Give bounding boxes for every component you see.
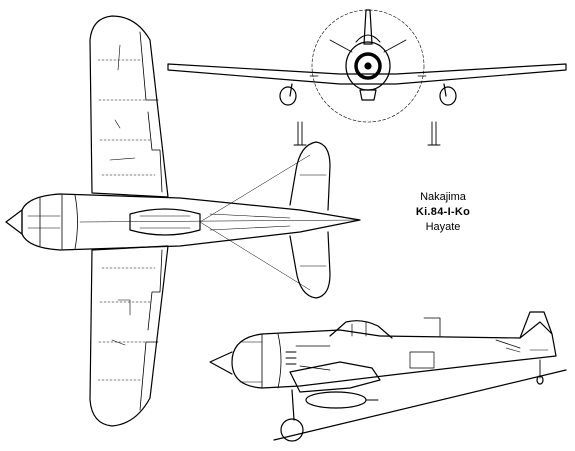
front-left-gear (289, 83, 293, 97)
aircraft-caption: Nakajima Ki.84-I-Ko Hayate (408, 190, 478, 235)
plan-upper-wing-aileron (139, 31, 159, 101)
plan-lower-wing-flap (147, 249, 163, 331)
designation-label: Ki.84-I-Ko (415, 206, 471, 218)
plan-upper-stabilizer (289, 141, 331, 211)
side-spinner (209, 351, 233, 375)
side-main-gear (291, 389, 295, 421)
side-drop-tank (305, 391, 367, 409)
plan-lower-stabilizer (289, 231, 331, 299)
manufacturer-label: Nakajima (420, 191, 466, 203)
plan-spinner (5, 209, 23, 235)
plan-upper-wing (89, 15, 169, 198)
plan-canopy (129, 208, 201, 236)
side-view (209, 311, 567, 442)
front-view (167, 9, 567, 146)
side-tail-fin (519, 311, 553, 339)
plan-view (5, 15, 361, 427)
plan-upper-wing-flap (147, 111, 163, 193)
front-propeller-disc (311, 9, 425, 123)
front-spinner (354, 52, 382, 80)
front-propeller-blade (363, 9, 373, 45)
side-wing-root (289, 361, 381, 393)
side-canopy (329, 320, 393, 339)
plan-lower-wing (89, 245, 169, 427)
front-right-gear (443, 83, 447, 97)
plan-lower-wing-aileron (139, 341, 159, 411)
aircraft-name-label: Hayate (425, 221, 461, 233)
plan-fuselage (21, 193, 361, 251)
side-ground-line (273, 369, 567, 441)
side-main-wheel (280, 418, 304, 442)
